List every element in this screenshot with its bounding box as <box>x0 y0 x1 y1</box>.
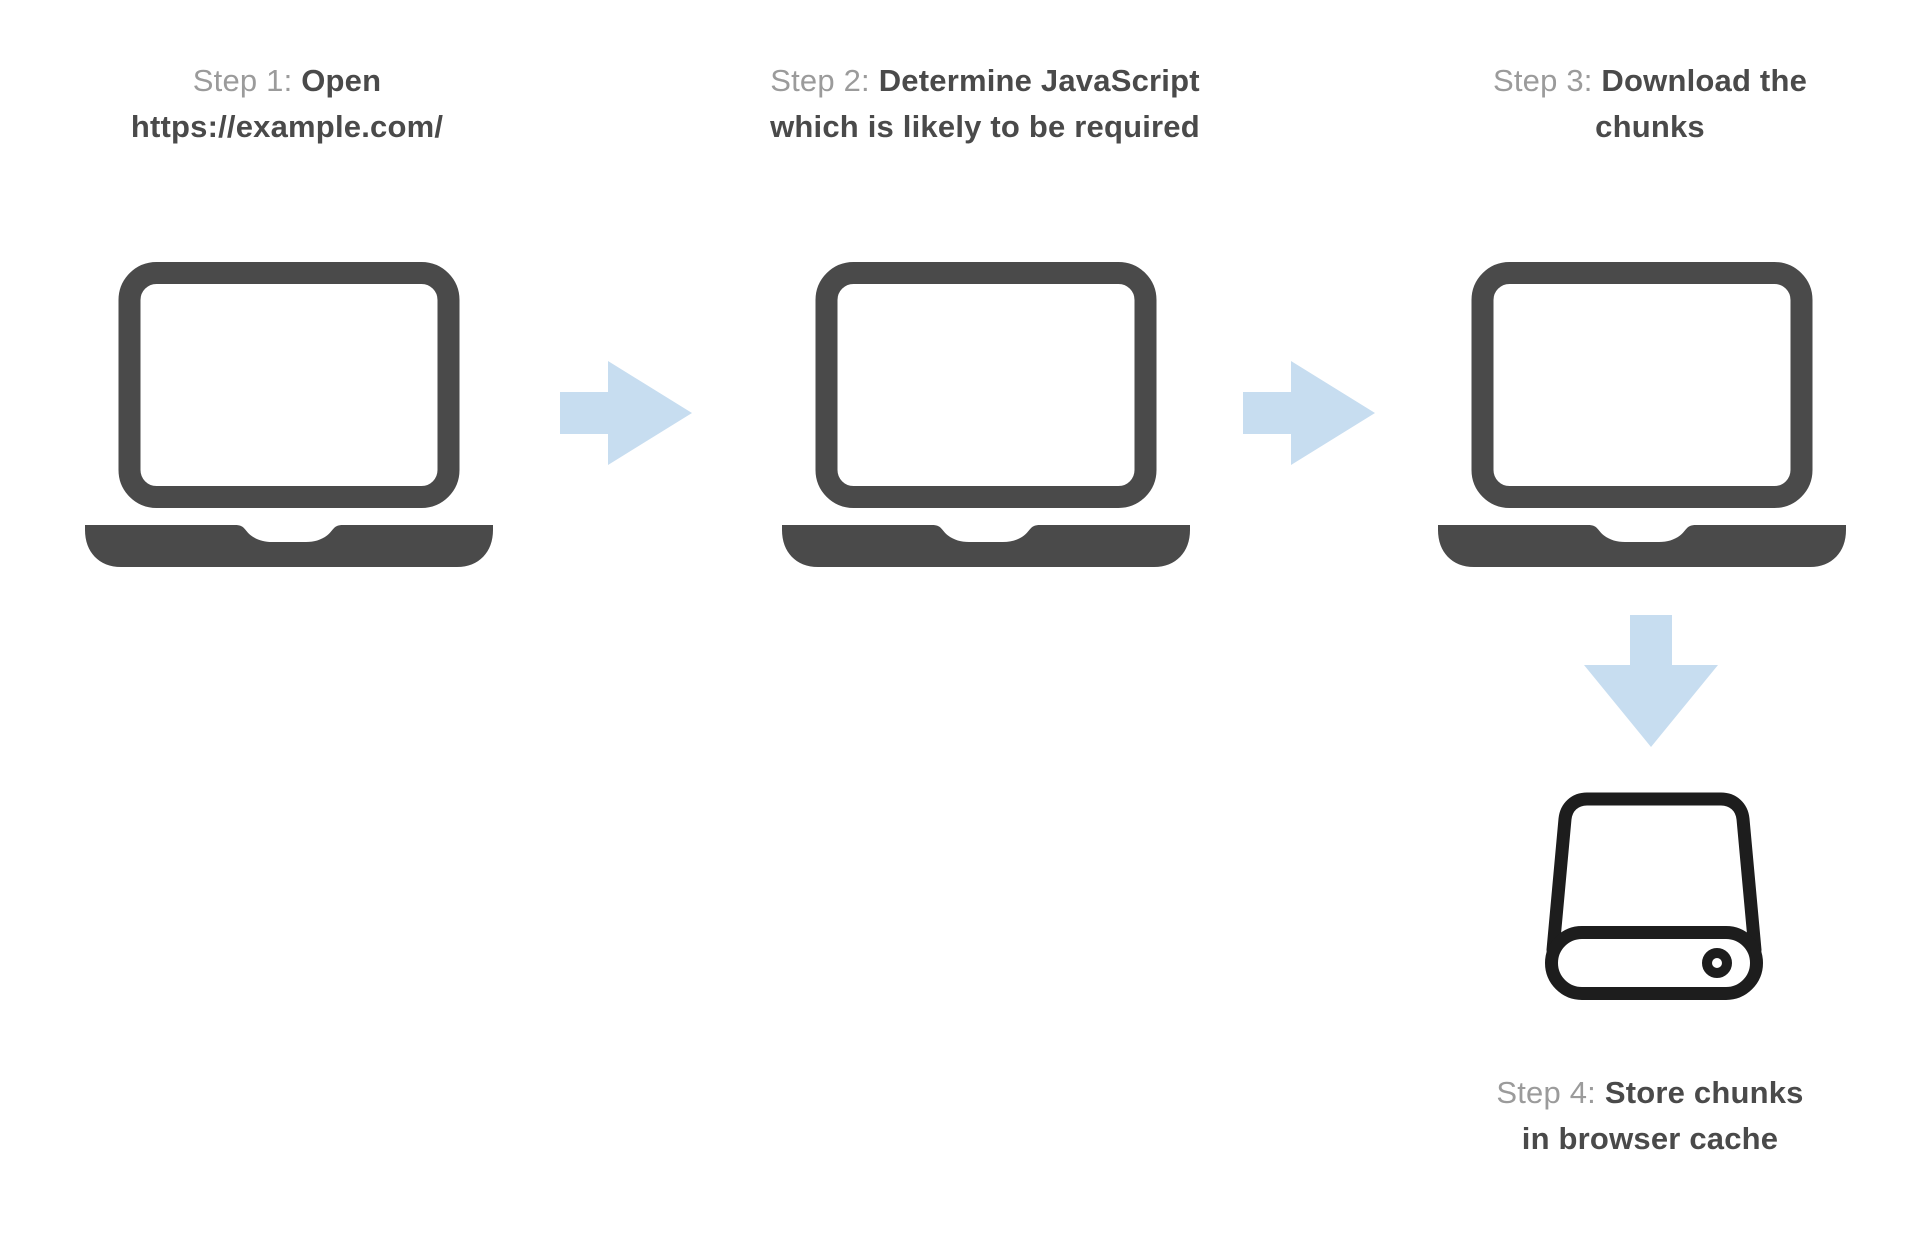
step-3-caption: Step 3: Download the chunks <box>1390 58 1910 150</box>
step-3-title-line-1: Download the <box>1601 63 1808 98</box>
step-1-caption: Step 1: Open https://example.com/ <box>17 58 557 150</box>
laptop-icon <box>1438 262 1846 567</box>
step-3-caption-line-1: Step 3: Download the <box>1390 58 1910 104</box>
step-2-caption-line-1: Step 2: Determine JavaScript <box>685 58 1285 104</box>
step-2-title-line-2: which is likely to be required <box>770 109 1200 144</box>
step-2-caption: Step 2: Determine JavaScript which is li… <box>685 58 1285 150</box>
down-arrow-icon <box>1584 615 1718 747</box>
step-4-caption-line-1: Step 4: Store chunks <box>1390 1070 1910 1116</box>
step-4-title-line-1: Store chunks <box>1604 1075 1804 1110</box>
step-2-title-line-1: Determine JavaScript <box>878 63 1200 98</box>
step-1-title-line-2: https://example.com/ <box>130 109 444 144</box>
right-arrow-icon <box>1243 348 1375 478</box>
step-4-caption: Step 4: Store chunks in browser cache <box>1390 1070 1910 1162</box>
laptop-icon <box>782 262 1190 567</box>
right-arrow-icon <box>560 348 692 478</box>
step-1-label: Step 1: <box>192 63 293 98</box>
step-3-label: Step 3: <box>1492 63 1593 98</box>
hard-drive-icon <box>1545 792 1763 1000</box>
step-4-label: Step 4: <box>1496 1075 1596 1110</box>
step-1-caption-line-1: Step 1: Open <box>17 58 557 104</box>
step-2-label: Step 2: <box>770 63 870 98</box>
step-4-title-line-2: in browser cache <box>1521 1121 1779 1156</box>
step-3-title-line-2: chunks <box>1595 109 1705 144</box>
step-1-title-line-1: Open <box>301 63 382 98</box>
laptop-icon <box>85 262 493 567</box>
